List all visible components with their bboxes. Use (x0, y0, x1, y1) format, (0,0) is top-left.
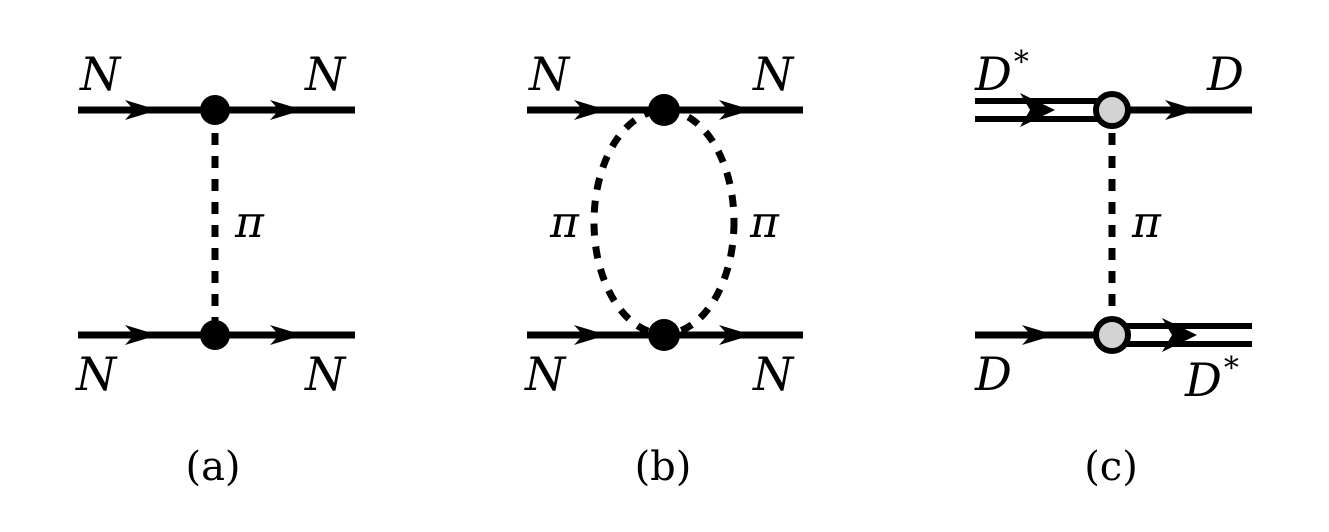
arrow-icon (1022, 325, 1055, 345)
label-top-right: N (304, 47, 347, 101)
arrow-icon (719, 325, 752, 345)
vertex-open-circle (1093, 91, 1131, 129)
arrow-icon (125, 100, 158, 120)
vertex-open-circle (1093, 316, 1131, 354)
label-bottom-left: D (974, 347, 1012, 401)
label-exchange-right-pion: π (749, 197, 780, 248)
label-top-left: D* (974, 45, 1029, 101)
caption-b: (b) (635, 444, 692, 490)
label-bottom-right: N (752, 347, 795, 401)
vertex-dot (200, 320, 230, 350)
label-top-left: N (79, 47, 122, 101)
label-top-right: D (1206, 47, 1244, 101)
caption-c: (c) (1084, 444, 1138, 490)
label-exchange-left-pion: π (549, 197, 580, 248)
vertex-dot (200, 95, 230, 125)
vertex-dot (648, 319, 680, 351)
arrow-icon (719, 100, 752, 120)
vertex-dot (648, 94, 680, 126)
arrow-icon (270, 100, 303, 120)
label-exchange-pion: π (1131, 197, 1162, 248)
arrow-icon (1020, 93, 1055, 127)
label-exchange-pion: π (234, 197, 265, 248)
arrow-icon (574, 325, 607, 345)
label-bottom-left: N (524, 347, 567, 401)
arrow-icon (125, 325, 158, 345)
panel-b: N N N N π π (b) (524, 47, 803, 490)
caption-a: (a) (185, 444, 240, 490)
label-bottom-right: D* (1184, 351, 1239, 407)
arrow-icon (1165, 100, 1198, 120)
arrow-icon (270, 325, 303, 345)
label-bottom-left: N (75, 347, 118, 401)
arrow-icon (1162, 318, 1197, 352)
panel-c: D* D D D* π (c) (974, 45, 1252, 490)
label-top-right: N (752, 47, 795, 101)
panel-a: N N N N π (a) (75, 47, 355, 490)
arrow-icon (574, 100, 607, 120)
label-top-left: N (528, 47, 571, 101)
label-bottom-right: N (304, 347, 347, 401)
pion-loop (590, 106, 738, 338)
